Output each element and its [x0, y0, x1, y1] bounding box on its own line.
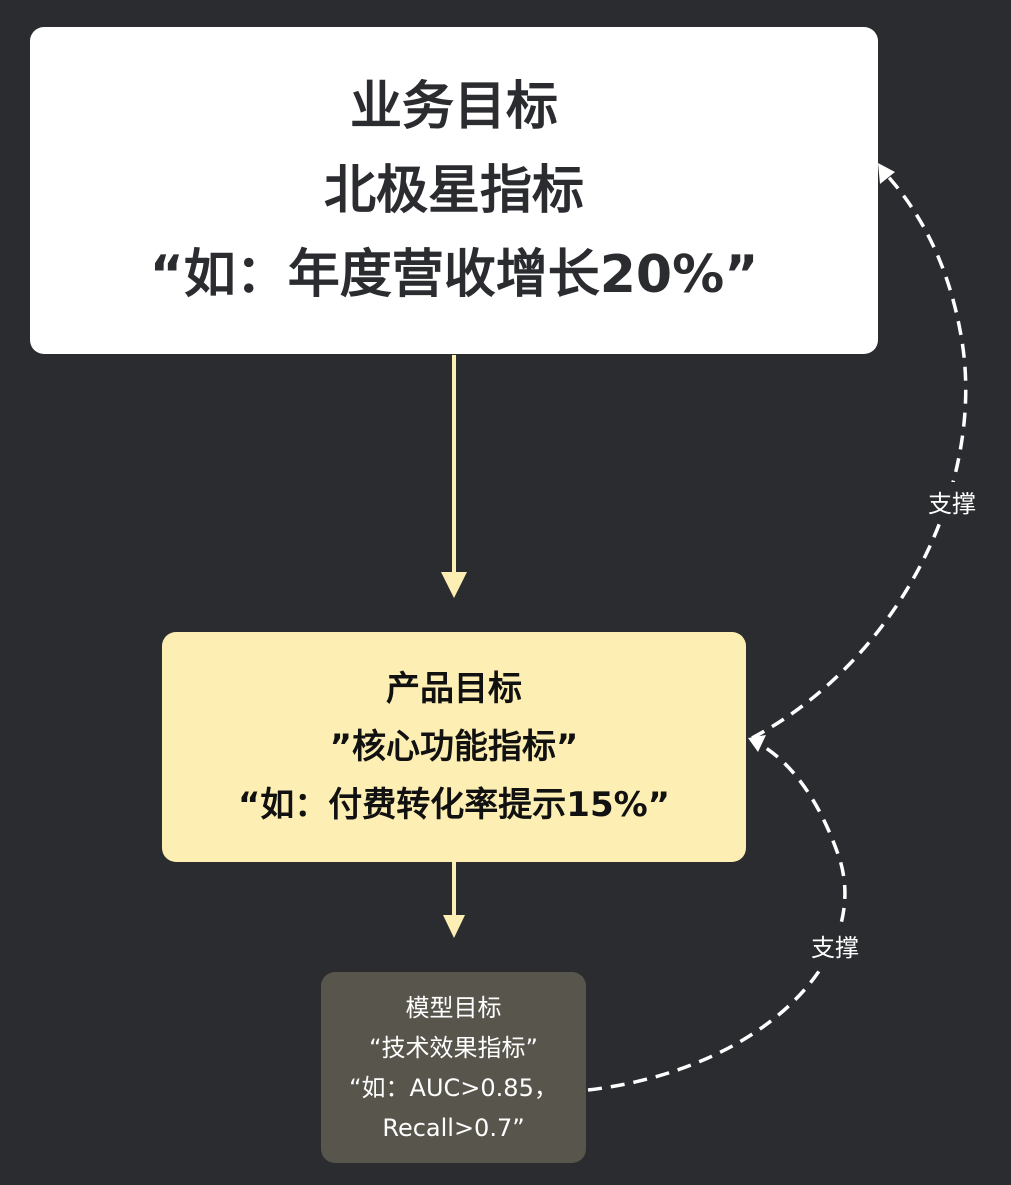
- node-example: “如：AUC>0.85，: [349, 1073, 558, 1102]
- node-example: “如：付费转化率提示15%”: [237, 785, 671, 825]
- dashed-arrow-model-to-product: [587, 735, 847, 1092]
- node-example: “如：年度营收增长20%”: [149, 244, 759, 305]
- node-title: 产品目标: [386, 669, 522, 709]
- arrow-business-to-product: [441, 355, 467, 598]
- node-example-cont: Recall>0.7”: [382, 1113, 525, 1142]
- node-title: 模型目标: [405, 993, 502, 1022]
- edge-label-support: 支撑: [807, 926, 863, 965]
- node-subtitle: ”核心功能指标”: [329, 727, 579, 767]
- arrow-product-to-model: [443, 862, 465, 938]
- node-subtitle: 北极星指标: [323, 160, 584, 221]
- edge-label-support: 支撑: [924, 482, 980, 521]
- model-goal-node: 模型目标 “技术效果指标” “如：AUC>0.85， Recall>0.7”: [321, 972, 586, 1163]
- dashed-arrow-product-to-business: [751, 163, 968, 740]
- business-goal-node: 业务目标 北极星指标 “如：年度营收增长20%”: [30, 27, 878, 354]
- product-goal-node: 产品目标 ”核心功能指标” “如：付费转化率提示15%”: [162, 632, 746, 862]
- node-title: 业务目标: [349, 76, 558, 137]
- node-subtitle: “技术效果指标”: [369, 1033, 538, 1062]
